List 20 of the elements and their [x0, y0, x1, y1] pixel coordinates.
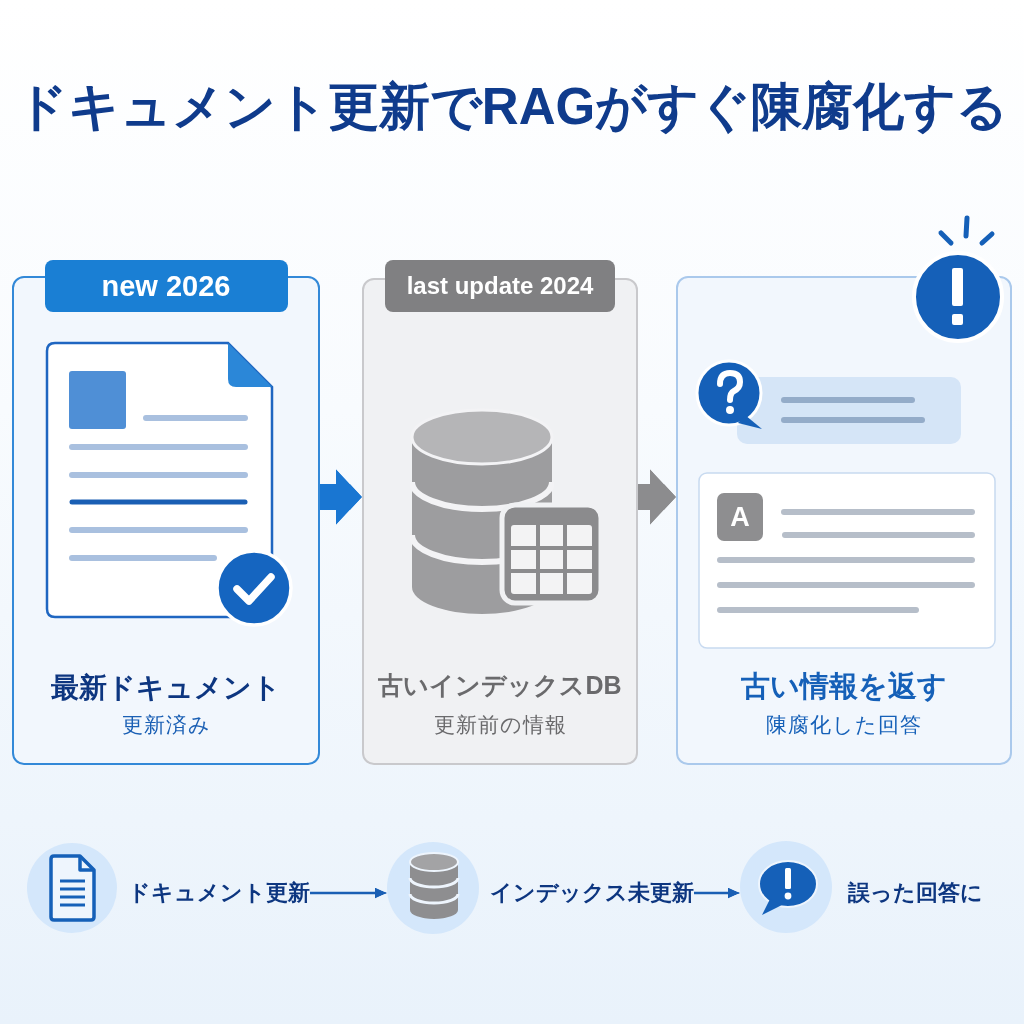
- panel-heading: 古い情報を返す: [741, 669, 947, 704]
- answer-tile: A: [717, 493, 763, 541]
- title: ドキュメント更新でRAGがすぐ陳腐化する: [15, 77, 1009, 137]
- document-icon: [27, 843, 117, 933]
- panel-heading: 最新ドキュメント: [51, 671, 281, 705]
- date-tag: last update 2024: [385, 260, 615, 312]
- block-arrow: [320, 469, 362, 525]
- block-arrow: [638, 469, 676, 525]
- arrow: [310, 887, 387, 899]
- panel-subtitle: 更新済み: [121, 712, 211, 738]
- panel-subtitle: 陳腐化した回答: [766, 712, 922, 738]
- arrow: [694, 887, 740, 899]
- panel-subtitle: 更新前の情報: [433, 712, 567, 738]
- panel-heading: 古いインデックスDB: [378, 670, 622, 701]
- date-tag: new 2026: [44, 260, 288, 312]
- step-label: インデックス未更新: [490, 878, 694, 908]
- alert-message-icon: [740, 841, 832, 933]
- step-label: 誤った回答に: [848, 878, 983, 908]
- step-label: ドキュメント更新: [128, 878, 310, 908]
- database-icon: [387, 842, 479, 934]
